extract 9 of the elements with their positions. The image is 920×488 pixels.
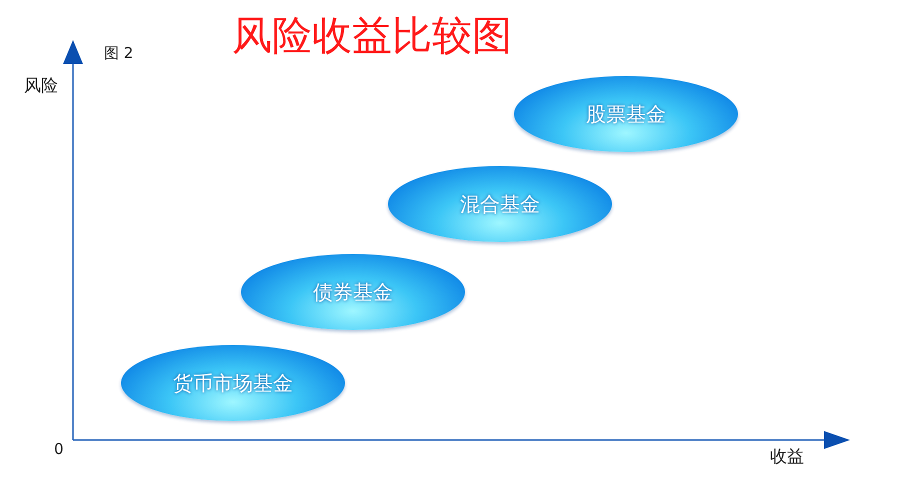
fund-label: 股票基金 [586,101,666,128]
fund-label: 货币市场基金 [173,370,293,397]
fund-label: 债券基金 [313,279,393,306]
axis-label: 0 [54,442,64,457]
axis-label: 图 2 [104,46,134,61]
axis-label: 风险 [24,78,58,95]
axis-label: 收益 [770,449,804,466]
chart-title: 风险收益比较图 [232,16,512,56]
fund-label: 混合基金 [460,191,540,218]
